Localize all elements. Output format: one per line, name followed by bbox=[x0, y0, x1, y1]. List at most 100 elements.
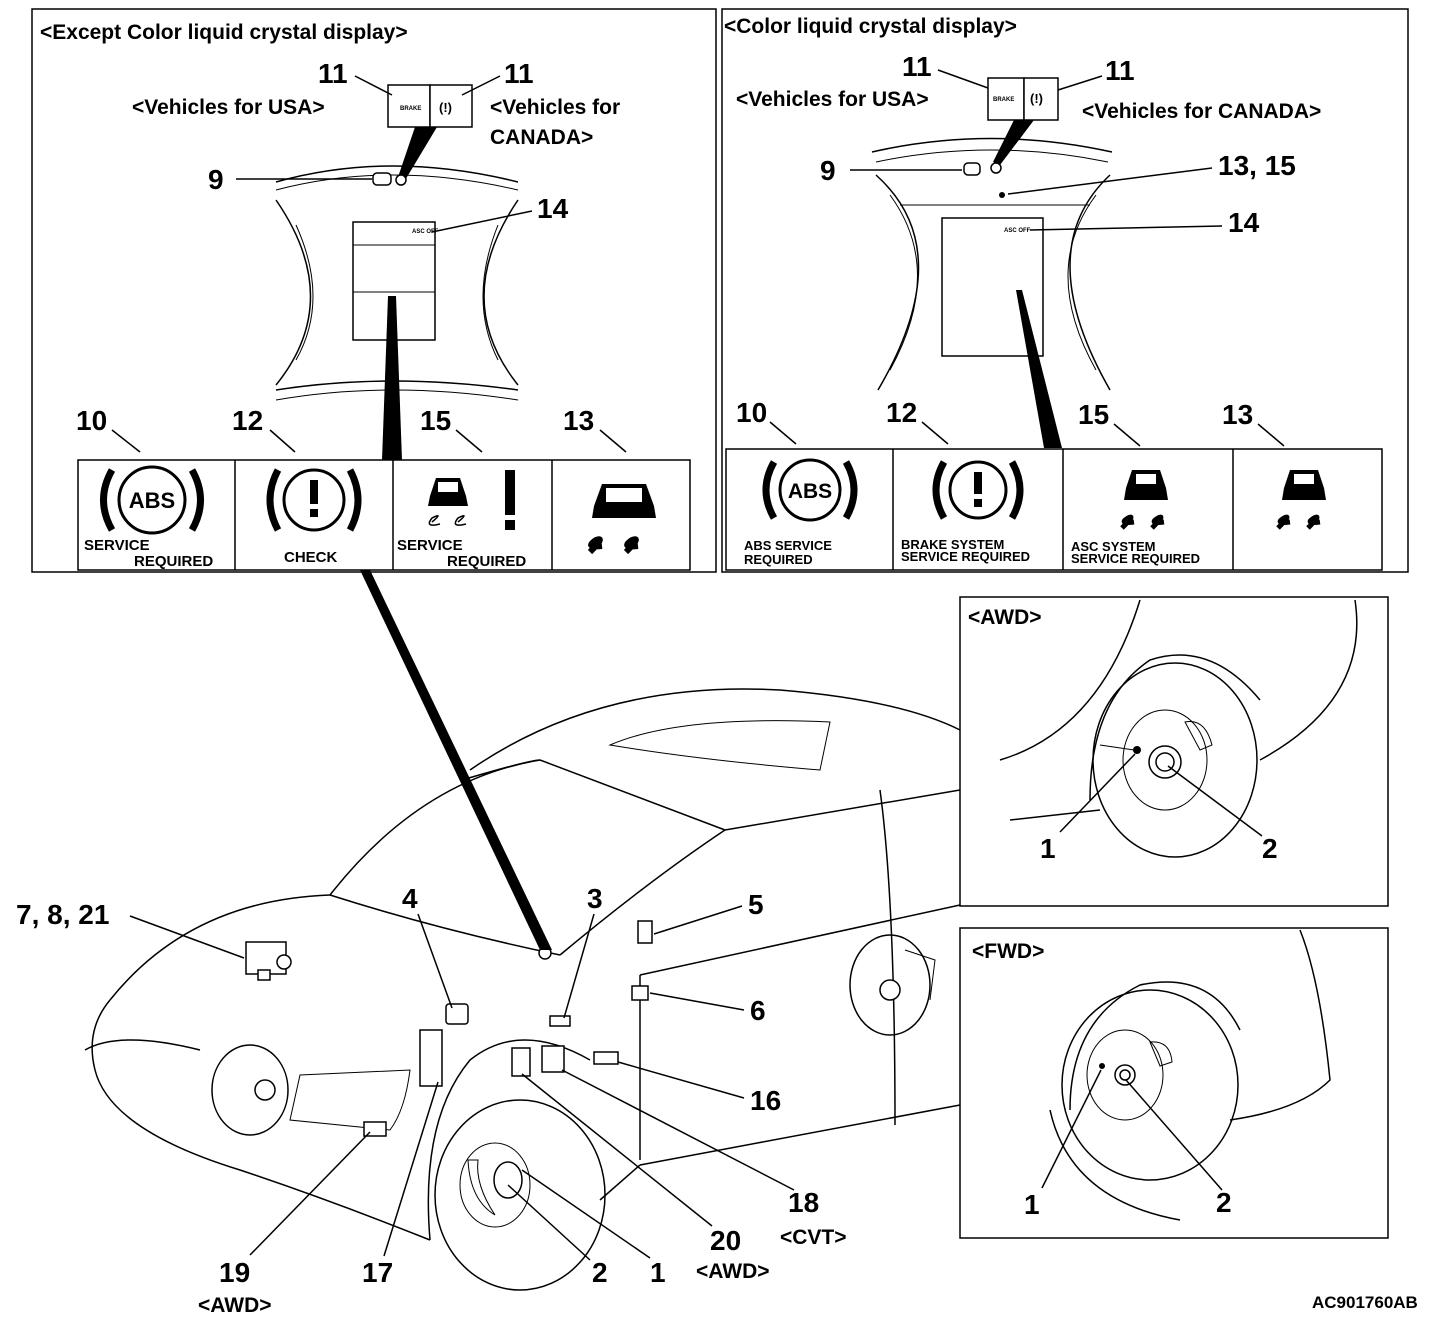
canada-lamp-text: (!) bbox=[1030, 91, 1043, 106]
callout-14: 14 bbox=[1228, 207, 1260, 238]
leader-15 bbox=[1113, 423, 1141, 447]
leader-17 bbox=[383, 1081, 439, 1257]
callout-20-sub: <AWD> bbox=[696, 1260, 770, 1283]
panel-color-lcd: <Color liquid crystal display> BRAKE (!)… bbox=[721, 8, 1409, 573]
fwd-leader-1 bbox=[1041, 1069, 1102, 1189]
canada-label-1: <Vehicles for bbox=[490, 96, 620, 119]
callout-12: 12 bbox=[886, 397, 917, 428]
leader-14 bbox=[1029, 225, 1223, 231]
leader-11a bbox=[937, 69, 989, 89]
leader-20 bbox=[521, 1073, 713, 1227]
lamp-leader bbox=[993, 120, 1034, 165]
leader-1 bbox=[521, 1169, 651, 1259]
cell3-label-2: SERVICE REQUIRED bbox=[1071, 551, 1200, 566]
awd-leader-2 bbox=[1167, 765, 1263, 837]
asc-warning-icon bbox=[428, 470, 515, 530]
leader-11b bbox=[1057, 75, 1103, 91]
callout-19-sub: <AWD> bbox=[198, 1294, 272, 1317]
fwd-callout-2: 2 bbox=[1216, 1187, 1232, 1218]
canada-label-2: CANADA> bbox=[490, 126, 593, 149]
leader-13 bbox=[1257, 423, 1285, 447]
leader-13-15 bbox=[1007, 167, 1213, 195]
cell1-label-2: REQUIRED bbox=[134, 553, 213, 570]
leader-13 bbox=[599, 429, 627, 453]
cell1-label-2: REQUIRED bbox=[744, 552, 813, 567]
callout-11b: 11 bbox=[1105, 55, 1135, 86]
brake-warning-icon bbox=[266, 468, 362, 532]
component-5 bbox=[637, 920, 653, 944]
callout-10: 10 bbox=[76, 405, 107, 436]
cell3-label-1: SERVICE bbox=[397, 537, 463, 554]
leader-3 bbox=[563, 913, 595, 1019]
callout-16: 16 bbox=[750, 1085, 781, 1116]
callout-3: 3 bbox=[587, 883, 603, 914]
callout-10: 10 bbox=[736, 397, 767, 428]
usa-label: <Vehicles for USA> bbox=[736, 88, 929, 111]
panel-title: <Color liquid crystal display> bbox=[724, 15, 1017, 38]
cell2-label-1: CHECK bbox=[284, 549, 338, 566]
awd-inset: <AWD> 1 2 bbox=[959, 596, 1389, 907]
callout-13: 13 bbox=[563, 405, 594, 436]
abs-warning-icon: ABS bbox=[100, 465, 204, 535]
callout-18: 18 bbox=[788, 1187, 819, 1218]
callout-11a: 11 bbox=[902, 51, 932, 82]
brake-lamp-text: BRAKE bbox=[993, 97, 1014, 103]
leader-10 bbox=[769, 421, 797, 445]
brake-lamp bbox=[387, 84, 431, 128]
leader-6 bbox=[649, 992, 745, 1011]
brake-lamp-text: BRAKE bbox=[400, 106, 421, 112]
component-6 bbox=[631, 985, 649, 1001]
instrument-cluster bbox=[275, 165, 519, 401]
hydraulic-unit bbox=[245, 941, 292, 981]
abs-icon-text: ABS bbox=[788, 480, 832, 503]
callout-2: 2 bbox=[592, 1257, 608, 1288]
awd-callout-2: 2 bbox=[1262, 833, 1278, 864]
callout-19: 19 bbox=[219, 1257, 250, 1288]
cell2-label-1: BRAKE SYSTEM bbox=[901, 537, 1004, 552]
callout-20: 20 bbox=[710, 1225, 741, 1256]
fwd-title: <FWD> bbox=[972, 940, 1044, 963]
fwd-inset: <FWD> 1 2 bbox=[959, 927, 1389, 1239]
leader-7-8-21 bbox=[129, 915, 245, 959]
callout-11b: 11 bbox=[504, 58, 534, 89]
leader-11a bbox=[354, 75, 393, 96]
canada-lamp-text: (!) bbox=[439, 100, 452, 115]
callout-14: 14 bbox=[537, 193, 569, 224]
panel-title: <Except Color liquid crystal display> bbox=[40, 21, 408, 44]
figure-code: AC901760AB bbox=[1312, 1293, 1418, 1312]
asc-indicator-icon bbox=[587, 484, 656, 555]
callout-1: 1 bbox=[650, 1257, 666, 1288]
callout-9: 9 bbox=[208, 164, 224, 195]
brake-lamp bbox=[987, 77, 1025, 121]
component-16 bbox=[593, 1051, 619, 1065]
awd-title: <AWD> bbox=[968, 606, 1042, 629]
component-18 bbox=[541, 1045, 565, 1073]
fwd-leader-2 bbox=[1125, 1079, 1223, 1191]
component-3 bbox=[549, 1015, 571, 1027]
abs-icon-text: ABS bbox=[129, 488, 175, 513]
asc-indicator-icon bbox=[1276, 470, 1326, 530]
panel-except-color-lcd: <Except Color liquid crystal display> BR… bbox=[31, 8, 717, 573]
indicator-row: ABS ABS SERVICE REQUIRED BRAKE SYSTEM SE… bbox=[725, 448, 1383, 571]
cluster-leader bbox=[360, 570, 552, 950]
indicator-row: ABS SERVICE REQUIRED CHECK bbox=[77, 459, 691, 571]
canada-brake-lamp bbox=[429, 84, 473, 128]
cell1-label-1: SERVICE bbox=[84, 537, 150, 554]
asc-off-text: ASC OFF bbox=[412, 229, 439, 235]
canada-label: <Vehicles for CANADA> bbox=[1082, 100, 1321, 123]
canada-brake-lamp bbox=[1023, 77, 1059, 121]
awd-callout-1: 1 bbox=[1040, 833, 1056, 864]
lamp-leader bbox=[397, 127, 437, 182]
abs-warning-icon: ABS bbox=[762, 458, 858, 522]
callout-11a: 11 bbox=[318, 58, 348, 89]
callout-13: 13 bbox=[1222, 399, 1253, 430]
asc-off-text: ASC OFF bbox=[1004, 228, 1031, 234]
display-leader bbox=[382, 296, 402, 460]
cell3-label-1: ASC SYSTEM bbox=[1071, 539, 1156, 554]
vehicle-illustration bbox=[84, 570, 961, 1291]
leader-12 bbox=[921, 421, 949, 445]
component-17 bbox=[419, 1029, 443, 1087]
callout-15: 15 bbox=[1078, 399, 1109, 430]
callout-17: 17 bbox=[362, 1257, 393, 1288]
